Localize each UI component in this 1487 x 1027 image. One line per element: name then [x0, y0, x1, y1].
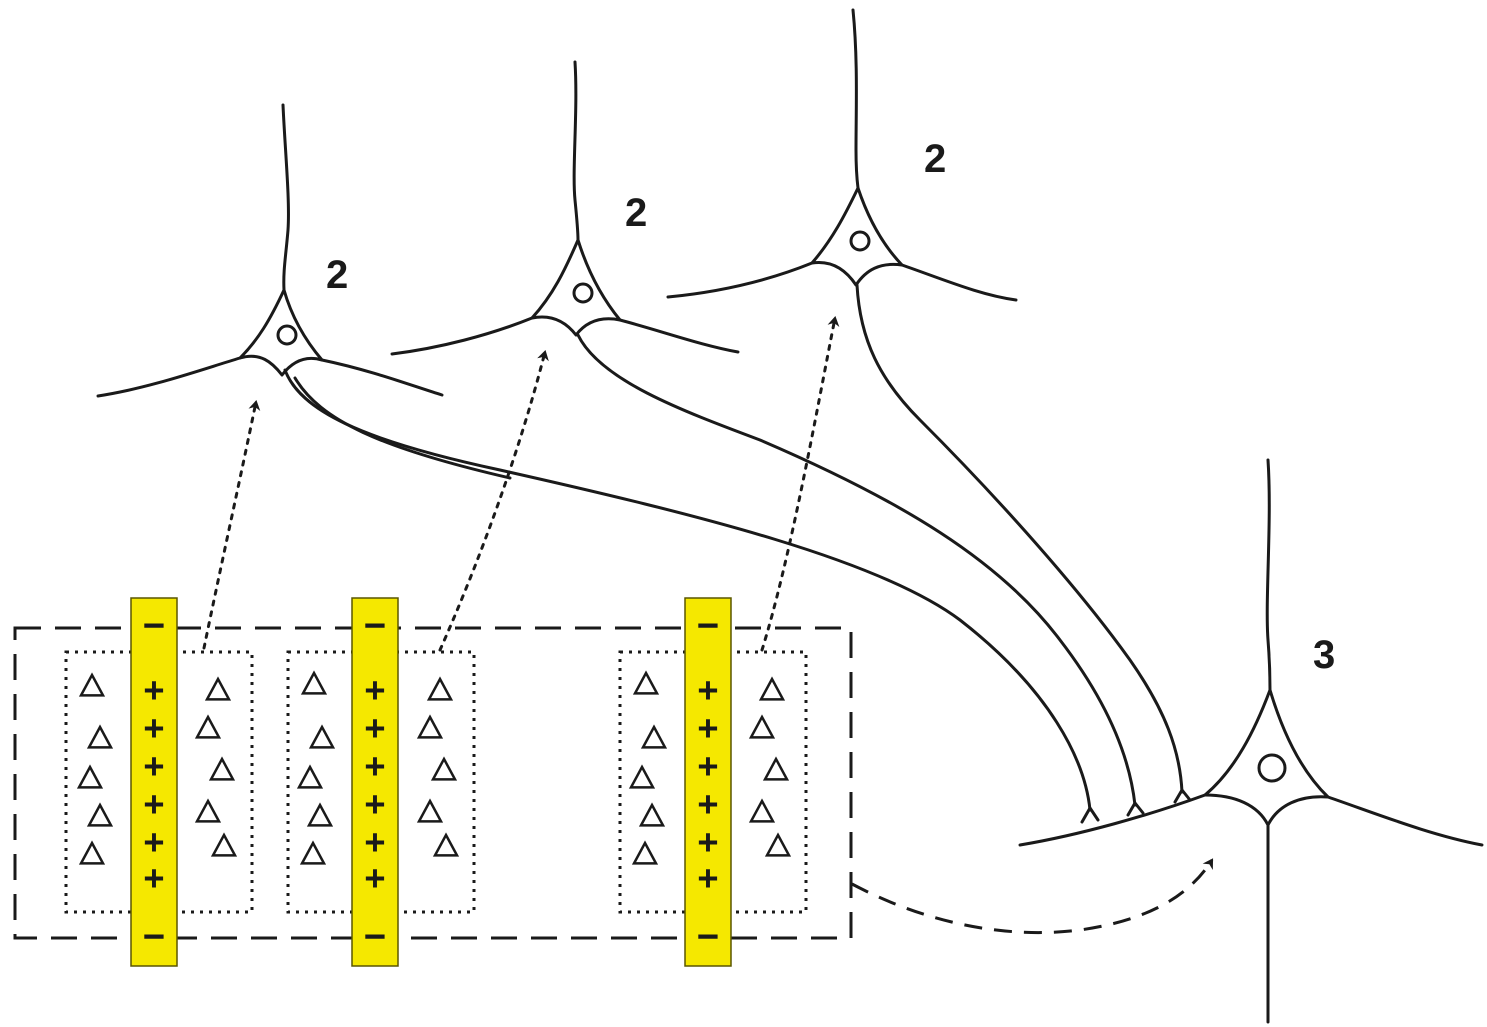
cell-triangle: [635, 673, 657, 693]
neuron-a-apical-dendrite: [283, 105, 288, 290]
cell-triangle: [81, 843, 103, 863]
cell-triangle: [211, 759, 233, 779]
axon-a-lower: [295, 378, 510, 478]
column-c-plus: +: [698, 670, 718, 710]
cell-triangle: [213, 835, 235, 855]
neuron-target-left-dendrite: [1020, 795, 1205, 845]
cell-triangle: [309, 805, 331, 825]
synapse-b: [1128, 803, 1143, 815]
cell-triangle: [419, 801, 441, 821]
projection-arrow-b: [440, 352, 545, 650]
cell-triangle: [311, 727, 333, 747]
axon-c: [857, 285, 1182, 792]
column-a-plus: +: [144, 746, 164, 786]
column-c-plus: +: [698, 708, 718, 748]
neuron-c-label: 2: [924, 137, 946, 181]
neuron-b-label: 2: [625, 191, 647, 235]
column-b-plus: +: [365, 708, 385, 748]
cell-triangle: [89, 727, 111, 747]
column-a-plus: +: [144, 670, 164, 710]
neuron-a-left-dendrite: [98, 358, 240, 396]
cell-triangle: [79, 767, 101, 787]
column-b-plus: +: [365, 746, 385, 786]
column-b-plus: +: [365, 822, 385, 862]
column-c-plus: +: [698, 746, 718, 786]
column-c-plus: +: [698, 784, 718, 824]
neuron-c-nucleus: [851, 232, 869, 250]
neuron-c: 2: [668, 10, 1016, 300]
neuron-target-nucleus: [1259, 755, 1285, 781]
neuron-a-soma: [240, 290, 322, 375]
neuron-b-apical-dendrite: [574, 62, 578, 240]
cell-triangle: [299, 767, 321, 787]
cell-triangle: [631, 767, 653, 787]
column-b: −++++++−: [352, 598, 398, 966]
cell-triangle: [751, 717, 773, 737]
neuron-c-right-dendrite: [902, 265, 1016, 300]
cell-triangle: [761, 679, 783, 699]
column-a-plus: +: [144, 822, 164, 862]
column-b-minus-top: −: [364, 605, 386, 646]
neuron-target-label: 3: [1313, 633, 1335, 677]
neuron-target-right-dendrite: [1328, 797, 1482, 845]
projection-arrow-a: [204, 402, 256, 648]
synapse-a: [1082, 808, 1098, 822]
neuron-a-nucleus: [278, 326, 296, 344]
column-c-plus: +: [698, 822, 718, 862]
neuron-b-right-dendrite: [620, 320, 738, 352]
neuron-a: 2: [98, 105, 442, 396]
column-b-plus: +: [365, 858, 385, 898]
column-c-minus-top: −: [697, 605, 719, 646]
neuron-b-nucleus: [574, 284, 592, 302]
region-to-target-arrow: [852, 860, 1212, 933]
column-a-plus: +: [144, 784, 164, 824]
cell-triangle: [765, 759, 787, 779]
column-a-plus: +: [144, 708, 164, 748]
cell-triangle: [81, 675, 103, 695]
cell-triangle: [643, 727, 665, 747]
cell-triangles: [79, 673, 789, 863]
column-c-minus-bottom: −: [697, 916, 719, 957]
cell-triangle: [89, 805, 111, 825]
projection-arrow-c: [762, 318, 835, 650]
cell-triangle: [433, 759, 455, 779]
neuron-b-left-dendrite: [392, 318, 532, 354]
neuron-b: 2: [392, 62, 738, 354]
cell-triangle: [197, 717, 219, 737]
neuron-a-right-dendrite: [322, 360, 442, 395]
cell-triangle: [419, 717, 441, 737]
neuron-c-soma: [812, 188, 902, 285]
column-a-minus-bottom: −: [143, 916, 165, 957]
column-c-plus: +: [698, 858, 718, 898]
cell-triangle: [302, 843, 324, 863]
neuron-c-left-dendrite: [668, 263, 812, 297]
cell-triangle: [303, 673, 325, 693]
axon-b: [578, 335, 1135, 805]
neuron-c-apical-dendrite: [853, 10, 858, 188]
cell-triangle: [641, 805, 663, 825]
cell-triangle: [634, 843, 656, 863]
column-b-plus: +: [365, 784, 385, 824]
cell-triangle: [429, 679, 451, 699]
cell-triangle: [435, 835, 457, 855]
axons: [285, 285, 1190, 822]
cell-triangle: [767, 835, 789, 855]
column-b-minus-bottom: −: [364, 916, 386, 957]
column-c: −++++++−: [685, 598, 731, 966]
column-a-minus-top: −: [143, 605, 165, 646]
cell-triangle: [207, 679, 229, 699]
neuron-a-label: 2: [326, 253, 348, 297]
cell-triangle: [751, 801, 773, 821]
column-a-plus: +: [144, 858, 164, 898]
neuron-target: 3: [1020, 460, 1482, 1022]
projection-arrows: [204, 318, 835, 650]
cell-triangle: [197, 801, 219, 821]
neuron-target-apical-dendrite: [1267, 460, 1270, 690]
column-b-plus: +: [365, 670, 385, 710]
column-a: −++++++−: [131, 598, 177, 966]
